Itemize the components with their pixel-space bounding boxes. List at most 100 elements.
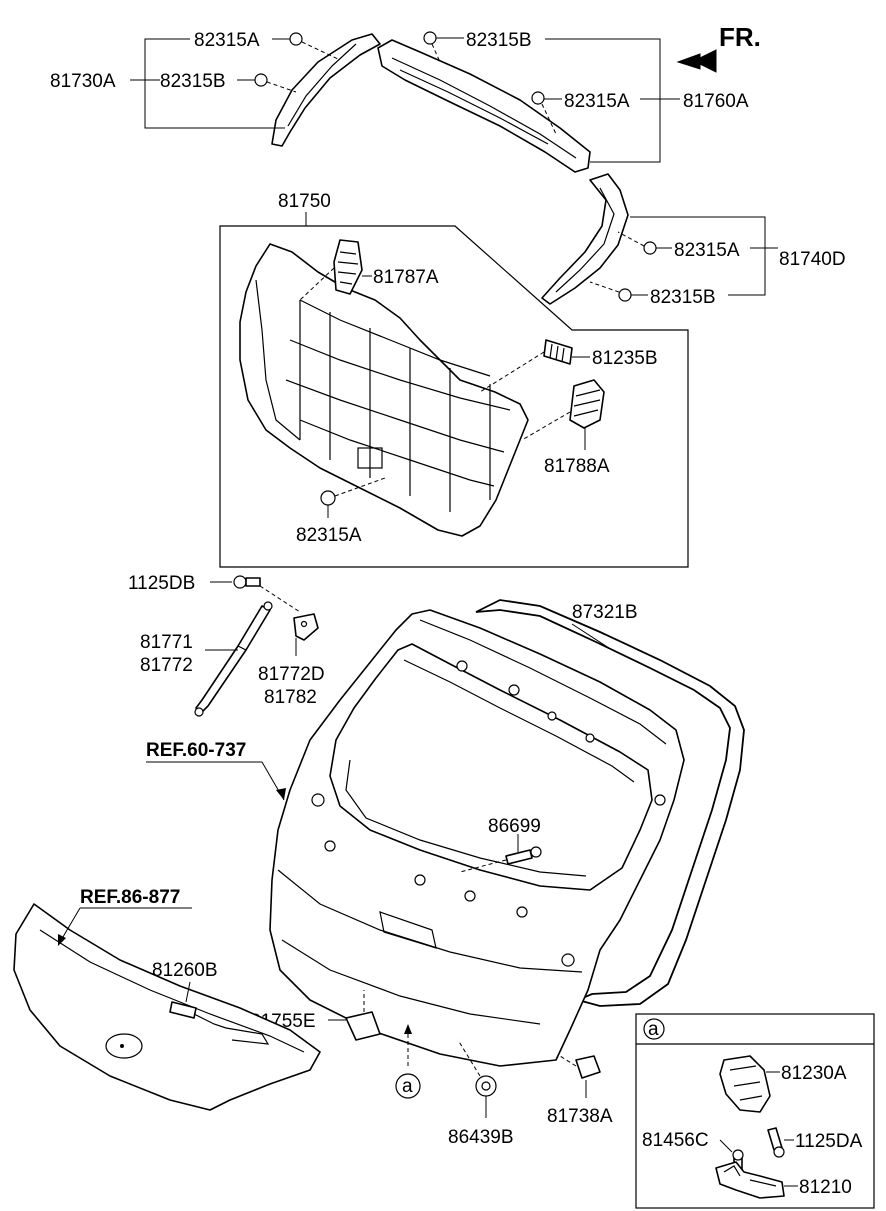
label-81230a: 81230A bbox=[781, 1063, 847, 1084]
front-arrow-icon bbox=[676, 49, 717, 73]
label-81772: 81772 bbox=[140, 655, 193, 676]
leader-line bbox=[571, 623, 613, 651]
trim-81740d-edge bbox=[555, 187, 615, 293]
vent-81787a-louvers bbox=[337, 251, 359, 285]
tailgate-window-opening-shape bbox=[329, 643, 653, 891]
trim-81760a-rib bbox=[391, 57, 577, 159]
clip-icon bbox=[254, 73, 268, 87]
clip-icon bbox=[643, 241, 657, 255]
emblem-86439b-center bbox=[481, 1081, 491, 1091]
reference-86-877: REF.86-877 bbox=[80, 887, 180, 908]
bumper-81738a-shape bbox=[575, 1055, 601, 1079]
panel-81750-frame bbox=[219, 225, 689, 568]
striker-81210-detail bbox=[723, 1165, 777, 1187]
part-leader bbox=[457, 1039, 481, 1077]
label-81787a: 81787A bbox=[373, 267, 439, 288]
reference-60-737: REF.60-737 bbox=[146, 740, 246, 761]
label-82315b-left: 82315B bbox=[160, 71, 226, 92]
latch-81230a-detail bbox=[729, 1065, 763, 1101]
garnish-emblem-dot bbox=[120, 1044, 124, 1048]
side-trim-81740d-shape bbox=[541, 173, 629, 305]
label-81760a: 81760A bbox=[683, 91, 749, 112]
clip-leader bbox=[266, 81, 297, 93]
clip-icon bbox=[423, 31, 437, 45]
bolt-leader bbox=[259, 585, 301, 613]
pad-81235b-ribs bbox=[549, 343, 565, 363]
upper-trim-81760a-shape bbox=[377, 39, 591, 173]
clip-leader bbox=[541, 103, 557, 135]
strut-end-icon bbox=[194, 707, 204, 717]
body-hole-icon bbox=[561, 953, 575, 967]
body-hole-icon bbox=[414, 874, 426, 886]
front-direction-label: FR. bbox=[719, 22, 761, 52]
strut-group: 1125DB 81771 81772 81772D 81782 bbox=[128, 573, 325, 717]
bolt-1125da-icon bbox=[767, 1127, 785, 1158]
inner-panel-81750-group: 81750 81787A 81235B 81788A bbox=[219, 191, 689, 568]
label-82315a-right: 82315A bbox=[674, 240, 740, 261]
window-inner-rim bbox=[345, 759, 587, 877]
detail-a-frame bbox=[635, 1013, 875, 1209]
garnish-group: REF.86-877 81260B bbox=[13, 887, 321, 1111]
part-leader bbox=[559, 1055, 577, 1067]
clip-leader bbox=[617, 231, 645, 247]
detail-a-callout-icon bbox=[395, 1073, 421, 1099]
panel-rib bbox=[289, 339, 511, 411]
pad-81235b-shape bbox=[543, 339, 573, 365]
label-81771: 81771 bbox=[140, 632, 193, 653]
clip-leader bbox=[301, 41, 341, 61]
bracket-hole-icon bbox=[300, 620, 308, 628]
strut-joint bbox=[237, 645, 247, 651]
label-81730a: 81730A bbox=[50, 71, 116, 92]
tailgate-lower-crease bbox=[281, 939, 541, 1025]
body-hole-icon bbox=[547, 711, 557, 721]
reference-arrow-icon bbox=[276, 788, 286, 800]
panel-inner-edge bbox=[255, 279, 301, 441]
body-hole-icon bbox=[508, 684, 520, 696]
trim-81740d-group: 82315A 81740D 82315B bbox=[541, 173, 846, 308]
label-81788a: 81788A bbox=[544, 456, 610, 477]
trim-81730a-group: 82315A 81730A 82315B bbox=[50, 30, 381, 147]
clip-icon bbox=[289, 32, 303, 46]
label-81260b: 81260B bbox=[152, 960, 218, 981]
bolt-86699-icon bbox=[505, 846, 542, 865]
clip-icon bbox=[531, 91, 545, 105]
trim-81760a-group: 82315B 82315A 81760A bbox=[377, 30, 749, 173]
detail-a-header-icon bbox=[643, 1018, 665, 1040]
leader-line bbox=[185, 981, 191, 1003]
clip-icon bbox=[320, 490, 336, 506]
panel-rib bbox=[299, 299, 491, 377]
label-81750: 81750 bbox=[278, 191, 331, 212]
clip-leader bbox=[334, 477, 386, 497]
label-82315b-top-mid: 82315B bbox=[466, 30, 532, 51]
body-hole-icon bbox=[456, 660, 468, 672]
label-81210: 81210 bbox=[799, 1177, 852, 1198]
reference-arrow-icon bbox=[58, 934, 66, 946]
label-82315b-right: 82315B bbox=[650, 287, 716, 308]
reference-arrow-line bbox=[59, 907, 81, 943]
tailgate-plate-recess bbox=[379, 911, 437, 949]
label-81772d: 81772D bbox=[258, 664, 325, 685]
bracket-81772d-shape bbox=[293, 613, 319, 641]
part-leader bbox=[479, 351, 545, 393]
bracket-81740d bbox=[630, 216, 766, 296]
tailgate-body-group: REF.60-737 86699 81755E a 86439B 817 bbox=[146, 609, 685, 1148]
grille-81788a-shape bbox=[569, 379, 605, 429]
label-82315a-top-right: 82315A bbox=[564, 91, 630, 112]
bracket-81760a bbox=[545, 38, 661, 163]
vent-81787a-shape bbox=[333, 239, 363, 295]
leader-line bbox=[719, 1139, 733, 1153]
clip-icon bbox=[618, 288, 632, 302]
clip-leader bbox=[431, 43, 441, 63]
part-leader bbox=[521, 411, 571, 441]
body-hole-icon bbox=[654, 794, 666, 806]
front-direction-marker: FR. bbox=[676, 22, 761, 73]
tailgate-top-flange bbox=[419, 619, 667, 745]
body-hole-icon bbox=[516, 906, 528, 918]
bolt-1125db-icon bbox=[233, 575, 261, 589]
label-81456c: 81456C bbox=[642, 1130, 709, 1151]
garnish-edge bbox=[39, 929, 305, 1053]
label-82315a-panel: 82315A bbox=[296, 525, 362, 546]
trim-81760a-rib bbox=[399, 69, 549, 145]
body-hole-icon bbox=[464, 890, 476, 902]
